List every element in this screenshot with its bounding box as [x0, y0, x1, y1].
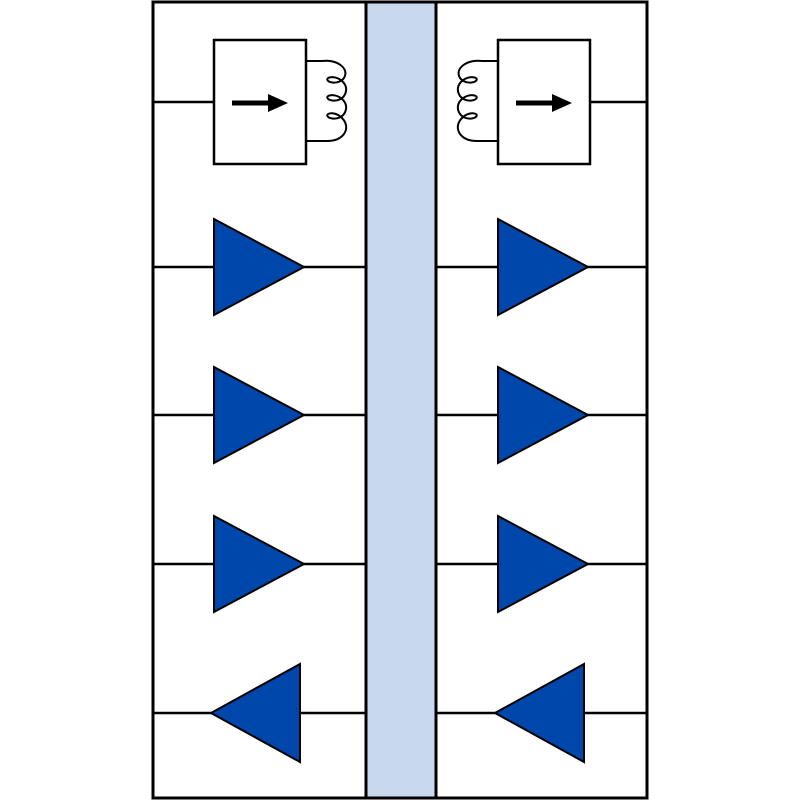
center-bus-bar	[364, 0, 438, 800]
right-coil-icon	[457, 59, 498, 143]
left-panel	[153, 38, 366, 764]
left-amplifier-row-2	[153, 365, 366, 465]
right-amplifier-row-3	[436, 514, 647, 614]
right-arrow-right-icon	[516, 94, 572, 112]
right-panel	[436, 38, 647, 764]
left-amplifier-triangle-left-icon	[208, 662, 301, 764]
right-amplifier-triangle-right-icon	[497, 365, 591, 465]
right-amplifier-triangle-right-icon	[497, 217, 591, 317]
right-amplifier-row-1	[436, 217, 647, 317]
left-arrow-right-icon	[232, 94, 288, 112]
left-amplifier-row-1	[153, 217, 366, 317]
right-amplifier-row-4	[436, 662, 647, 764]
right-amplifier-triangle-right-icon	[497, 514, 591, 614]
right-amplifier-row-2	[436, 365, 647, 465]
left-amplifier-triangle-right-icon	[213, 217, 307, 317]
right-amplifier-triangle-left-icon	[492, 662, 585, 764]
right-transformer-block	[457, 38, 647, 166]
left-amplifier-row-4	[153, 662, 366, 764]
left-amplifier-row-3	[153, 514, 366, 614]
left-amplifier-triangle-right-icon	[213, 514, 307, 614]
left-transformer-block	[153, 38, 347, 166]
left-coil-icon	[306, 59, 347, 143]
left-amplifier-triangle-right-icon	[213, 365, 307, 465]
